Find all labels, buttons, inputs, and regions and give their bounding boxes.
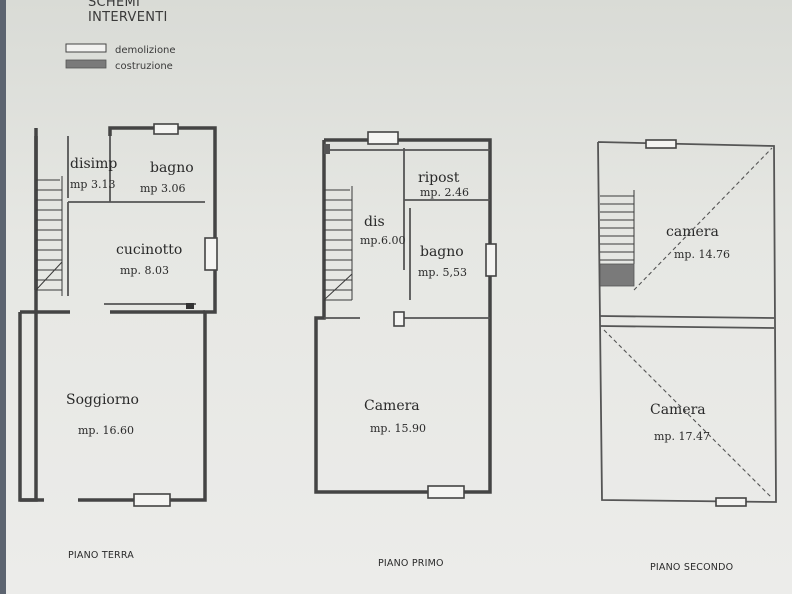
room-area: mp 3.06 [140, 182, 185, 195]
room-area: mp. 5,53 [418, 266, 467, 279]
new-construction-patch [599, 263, 635, 287]
room-area: mp. 17.47 [654, 430, 710, 443]
room-name: cucinotto [116, 242, 182, 258]
floor-label: PIANO SECONDO [650, 562, 733, 573]
legend-label-demolizione: demolizione [115, 45, 176, 56]
room-name: camera [666, 224, 719, 240]
room-area: mp 3.13 [70, 178, 115, 191]
legend-swatch-demolizione [65, 43, 107, 53]
room-area: mp. 15.90 [370, 422, 426, 435]
plan-piano-secondo: camera mp. 14.76 Camera mp. 17.47 PIANO … [597, 139, 777, 573]
header-title: INTERVENTI [88, 10, 168, 25]
room-name: Camera [364, 398, 420, 414]
page-edge [0, 0, 6, 594]
room-name: Soggiorno [66, 392, 139, 408]
legend-label-costruzione: costruzione [115, 61, 173, 72]
room-area: mp.6.00 [360, 234, 405, 247]
room-area: mp. 14.76 [674, 248, 730, 261]
room-name: disimp [70, 156, 117, 172]
room-name: Camera [650, 402, 706, 418]
floor-label: PIANO TERRA [68, 550, 134, 561]
room-name: bagno [420, 244, 464, 260]
plan-piano-primo: ripost mp. 2.46 dis mp.6.00 bagno mp. 5,… [314, 131, 497, 569]
room-area: mp. 8.03 [120, 264, 169, 277]
room-area: mp. 2.46 [420, 186, 469, 199]
legend-swatch-costruzione [65, 59, 107, 69]
legend: demolizione costruzione [65, 43, 176, 72]
room-name: dis [364, 214, 385, 230]
room-name: bagno [150, 160, 194, 176]
header-title-partial: SCHEMI [88, 0, 140, 10]
plan-piano-terra: disimp mp 3.13 bagno mp 3.06 cucinotto m… [18, 123, 218, 561]
room-area: mp. 16.60 [78, 424, 134, 437]
room-name: ripost [418, 170, 460, 186]
floor-label: PIANO PRIMO [378, 558, 444, 569]
